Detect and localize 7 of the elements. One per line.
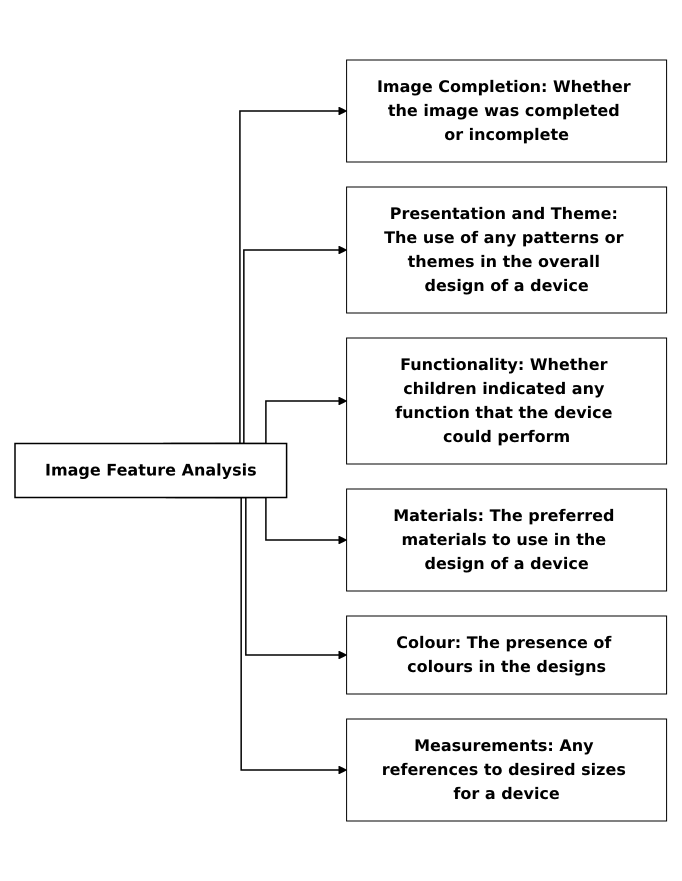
node-box: Image Feature Analysis [14,442,288,498]
node-box: Colour: The presence of colours in the designs [346,616,668,694]
node-box: Presentation and Theme: The use of any patterns or themes in the overall design of a device [346,186,668,314]
node-box: Image Completion: Whether the image was completed or incomplete [346,60,668,162]
node-box: Materials: The preferred materials to use in the design of a device [346,488,668,592]
node-box: Measurements: Any references to desired sizes for a device [346,718,668,822]
node-box: Functionality: Whether children indicated any function that the device could perform [346,338,668,464]
